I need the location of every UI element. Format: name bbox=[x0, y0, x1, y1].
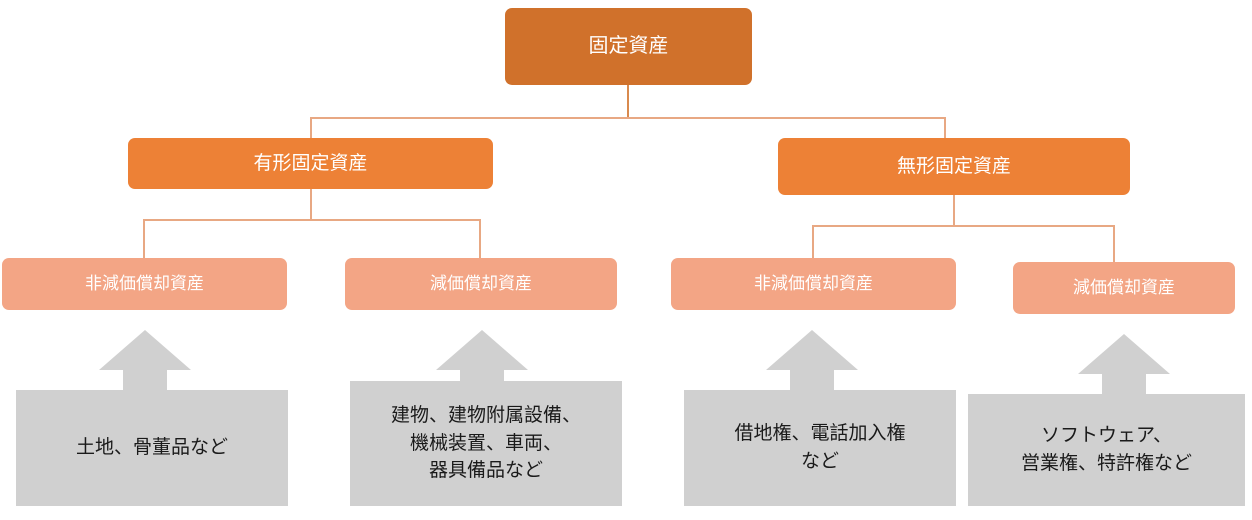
connector-tangible-left-drop bbox=[143, 219, 145, 259]
node-tangible-fixed-assets[interactable]: 有形固定資産 bbox=[128, 138, 493, 189]
note-box-tangible-depreciable: 建物、建物附属設備、 機械装置、車両、 器具備品など bbox=[350, 381, 622, 506]
arrow-up-icon-3 bbox=[766, 330, 858, 396]
node-intangible-non-depreciable-label: 非減価償却資産 bbox=[754, 274, 873, 294]
note-box-tangible-non-depreciable-text: 土地、骨董品など bbox=[75, 437, 228, 459]
node-intangible-depreciable[interactable]: 減価償却資産 bbox=[1013, 262, 1235, 314]
note-box-intangible-non-depreciable-text: 借地権、電話加入権 など bbox=[734, 423, 906, 472]
node-intangible-fixed-assets[interactable]: 無形固定資産 bbox=[778, 138, 1130, 195]
connector-level2-horizontal bbox=[310, 117, 946, 119]
node-tangible-depreciable-label: 減価償却資産 bbox=[430, 274, 532, 294]
node-tangible-fixed-assets-label: 有形固定資産 bbox=[253, 152, 368, 174]
node-intangible-non-depreciable[interactable]: 非減価償却資産 bbox=[671, 258, 956, 310]
connector-tangible-horizontal bbox=[143, 219, 481, 221]
connector-tangible-stem bbox=[310, 189, 312, 220]
note-box-tangible-non-depreciable: 土地、骨董品など bbox=[16, 390, 288, 506]
node-tangible-depreciable[interactable]: 減価償却資産 bbox=[345, 258, 617, 310]
connector-intangible-stem bbox=[953, 189, 955, 226]
node-intangible-fixed-assets-label: 無形固定資産 bbox=[896, 155, 1011, 177]
node-tangible-non-depreciable-label: 非減価償却資産 bbox=[85, 274, 204, 294]
note-box-intangible-non-depreciable: 借地権、電話加入権 など bbox=[684, 390, 956, 506]
node-fixed-assets-label: 固定資産 bbox=[588, 35, 669, 57]
connector-root-stem bbox=[627, 85, 629, 118]
arrow-up-icon-4 bbox=[1078, 334, 1170, 400]
connector-level2-right-drop bbox=[944, 117, 946, 142]
arrow-up-icon-2 bbox=[436, 330, 528, 396]
node-intangible-depreciable-label: 減価償却資産 bbox=[1073, 278, 1175, 298]
note-box-intangible-depreciable-text: ソフトウェア、 営業権、特許権など bbox=[1020, 425, 1192, 474]
node-fixed-assets[interactable]: 固定資産 bbox=[505, 8, 752, 85]
connector-intangible-left-drop bbox=[812, 225, 814, 258]
connector-tangible-right-drop bbox=[479, 219, 481, 259]
node-tangible-non-depreciable[interactable]: 非減価償却資産 bbox=[2, 258, 287, 310]
note-box-tangible-depreciable-text: 建物、建物附属設備、 機械装置、車両、 器具備品など bbox=[390, 405, 581, 482]
note-box-intangible-depreciable: ソフトウェア、 営業権、特許権など bbox=[968, 394, 1245, 506]
arrow-up-icon-1 bbox=[99, 330, 191, 396]
connector-intangible-right-drop bbox=[1113, 225, 1115, 263]
connector-intangible-horizontal bbox=[812, 225, 1115, 227]
connector-level2-left-drop bbox=[310, 117, 312, 142]
